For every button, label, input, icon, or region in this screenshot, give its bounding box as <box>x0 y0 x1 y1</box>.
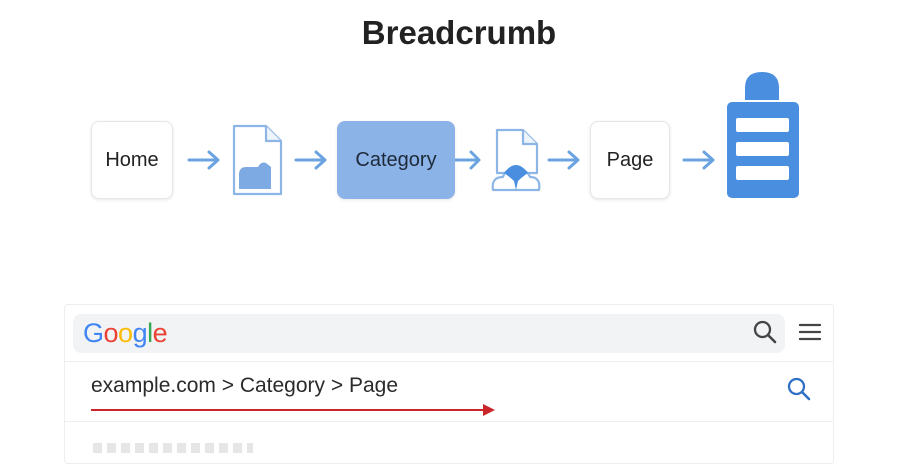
category-node: Category <box>337 121 455 199</box>
page-node: Page <box>590 121 670 199</box>
menu-icon[interactable] <box>798 321 822 343</box>
browser-window: Google example.com > Category > Page <box>64 304 834 464</box>
logo-letter: G <box>83 318 104 348</box>
flow-arrow-5-icon <box>682 150 715 170</box>
result-search-icon[interactable] <box>786 376 812 402</box>
flow-arrow-1-icon <box>187 150 220 170</box>
database-stack-icon <box>727 72 799 198</box>
logo-letter: e <box>152 318 168 348</box>
logo-letter: o <box>118 318 133 348</box>
logo-letter: l <box>147 318 153 348</box>
diagram-title: Breadcrumb <box>361 14 557 51</box>
flow-arrow-2-icon <box>294 150 327 170</box>
flow-arrow-4-icon <box>547 150 580 170</box>
logo-letter: o <box>103 318 119 348</box>
flow-arrow-3-icon <box>455 150 481 170</box>
page-node-label: Page <box>606 148 654 171</box>
logo-letter: g <box>132 318 148 348</box>
divider <box>65 421 833 422</box>
red-underline-arrow-icon <box>91 404 495 416</box>
search-icon[interactable] <box>752 319 778 345</box>
google-logo: Google <box>83 318 168 349</box>
category-node-label: Category <box>355 148 437 171</box>
document-cloud-icon <box>491 128 541 192</box>
document-image-icon <box>232 124 283 196</box>
home-node-label: Home <box>105 148 159 171</box>
divider <box>65 361 833 362</box>
breadcrumb-path[interactable]: example.com > Category > Page <box>91 374 399 397</box>
search-bar[interactable]: Google <box>73 314 785 353</box>
home-node: Home <box>91 121 173 199</box>
faded-result-snippet <box>93 443 253 453</box>
